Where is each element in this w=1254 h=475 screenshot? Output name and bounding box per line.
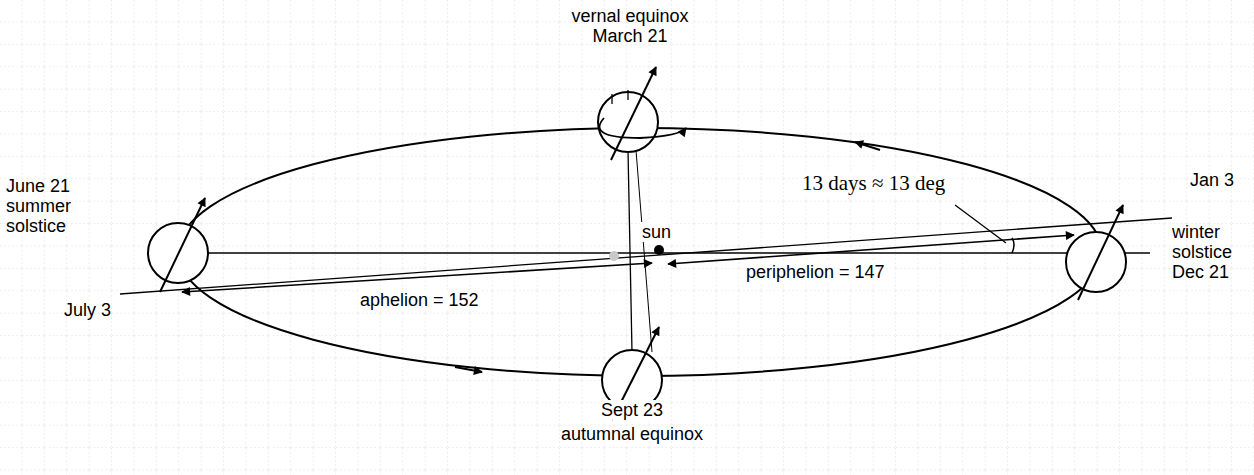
equinox-label: vernal equinox March 21 xyxy=(565,6,695,46)
date-label: Jan 3 xyxy=(1190,170,1234,190)
equinox-label: autumnal equinox xyxy=(561,424,703,444)
solstice-label: June 21 summer solstice xyxy=(6,176,80,236)
distance-label: periphelion = 147 xyxy=(744,262,887,282)
date-label: July 3 xyxy=(64,300,111,320)
solstice-label: winter solstice Dec 21 xyxy=(1172,222,1248,282)
distance-label: aphelion = 152 xyxy=(358,290,481,310)
angle-label: 13 days ≈ 13 deg xyxy=(800,172,947,196)
sun-label: sun xyxy=(640,222,673,242)
date-label: Sept 23 xyxy=(599,400,665,420)
